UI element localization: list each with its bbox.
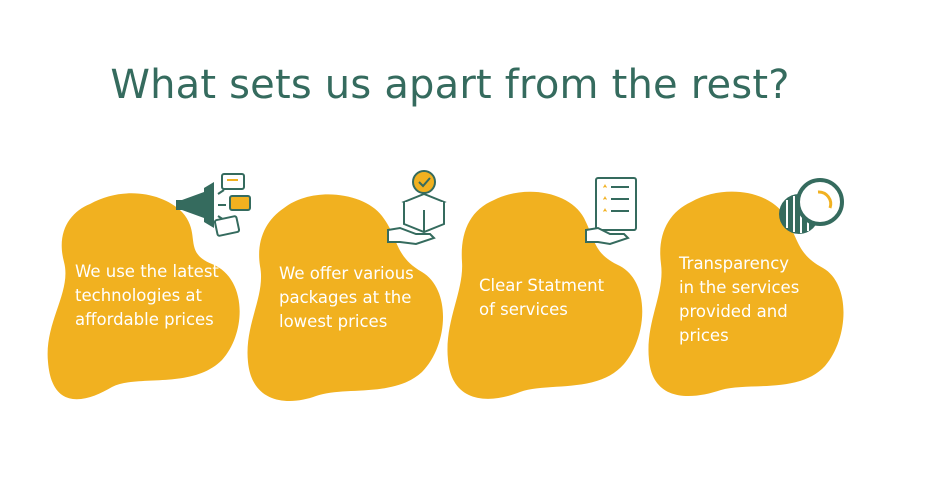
gift-box-icon xyxy=(387,170,447,246)
card-text-line: provided and xyxy=(679,302,788,321)
card-text-line: packages at the xyxy=(279,288,412,307)
checklist-icon xyxy=(585,177,637,246)
card-text-line: in the services xyxy=(679,278,800,297)
coins-icon xyxy=(779,178,844,234)
card-text-line: We offer various xyxy=(279,264,414,283)
feature-card-packages: We offer various packages at the lowest … xyxy=(244,170,449,416)
card-text-line: We use the latest xyxy=(75,262,219,281)
page-title: What sets us apart from the rest? xyxy=(110,62,790,108)
card-text-line: Transparency xyxy=(679,254,790,273)
card-blob xyxy=(47,193,240,400)
card-text-line: lowest prices xyxy=(279,312,388,331)
card-blob xyxy=(447,191,643,399)
card-blob xyxy=(648,191,844,397)
megaphone-icon xyxy=(176,173,251,237)
feature-card-transparency: Transparency in the services provided an… xyxy=(645,178,850,414)
card-text-line: affordable prices xyxy=(75,310,214,329)
card-text-line: technologies at xyxy=(75,286,203,305)
card-text-line: Clear Statment xyxy=(479,276,605,295)
feature-card-technologies: We use the latest technologies at afford… xyxy=(42,173,251,412)
card-blob xyxy=(247,194,444,402)
card-text-line: prices xyxy=(679,326,729,345)
card-text-line: of services xyxy=(479,300,568,319)
feature-card-statement: Clear Statment of services xyxy=(444,177,649,414)
